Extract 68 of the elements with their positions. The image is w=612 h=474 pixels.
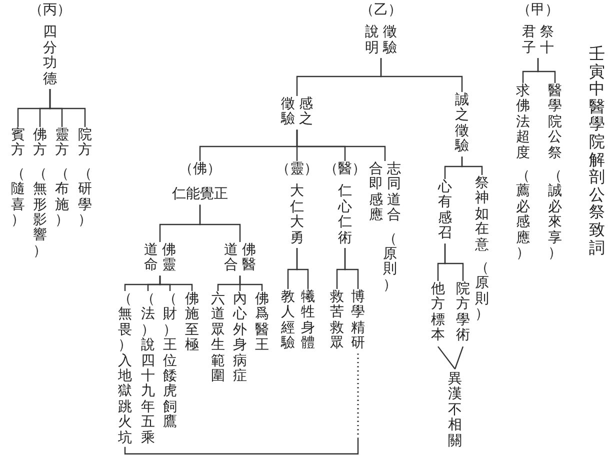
branch-heading: （靈） xyxy=(276,162,318,178)
vertical-text: 道合 xyxy=(224,243,238,274)
vertical-text: （隨喜） xyxy=(11,166,25,228)
vertical-text: （原則） xyxy=(475,260,489,323)
connector-line xyxy=(454,346,464,370)
vertical-text: （原則） xyxy=(383,232,397,294)
vertical-text: 靈方 xyxy=(55,128,69,159)
vertical-text: （誠必來享） xyxy=(548,168,562,262)
vertical-text: 感之 xyxy=(299,97,313,128)
vertical-text: 徵驗 xyxy=(281,97,295,128)
vertical-text: （無形影響） xyxy=(33,166,47,260)
vertical-text: （財）王位餧虎飼鷹 xyxy=(163,292,177,431)
vertical-text: 四分功德 xyxy=(43,25,57,87)
vertical-text: 佛方 xyxy=(33,128,47,159)
connector-line xyxy=(522,58,539,83)
connector-line xyxy=(438,346,456,370)
horizontal-text: 仁能覺正 xyxy=(172,187,228,203)
connector-line xyxy=(217,276,241,291)
branch-heading: （佛） xyxy=(179,162,221,178)
connector-line xyxy=(437,244,446,281)
connector-line xyxy=(380,58,463,92)
connector-line xyxy=(461,156,483,175)
vertical-text: 道命 xyxy=(144,243,158,274)
vertical-text: （布施） xyxy=(55,166,69,228)
connector-line xyxy=(296,130,386,161)
vertical-text: 博學精研 xyxy=(351,290,365,352)
vertical-text: 志同道合 xyxy=(387,162,401,224)
connector-line xyxy=(199,204,241,242)
vertical-text: 六道眾生範圍 xyxy=(211,292,225,384)
vertical-text: 異漢不相關 xyxy=(448,372,462,449)
vertical-text: 醫學院公祭 xyxy=(548,84,562,161)
vertical-text: （法）說四十九年五乘 xyxy=(141,292,155,446)
branch-heading: （甲） xyxy=(517,3,559,18)
vertical-text: 合即感應 xyxy=(369,162,383,224)
vertical-text: 院方 xyxy=(78,128,92,159)
vertical-text: 賓方 xyxy=(11,128,25,159)
vertical-text: 說明 xyxy=(365,25,379,56)
connector-line xyxy=(336,248,346,289)
vertical-text: 君子 xyxy=(522,25,536,56)
vertical-text: 心有感召 xyxy=(438,180,452,242)
vertical-text: 救苦救眾 xyxy=(330,290,344,352)
vertical-text: （薦必感應） xyxy=(516,168,530,262)
title-text: 壬寅中醫學院解剖公祭致詞 xyxy=(589,45,605,256)
branch-heading: （丙） xyxy=(29,3,71,18)
vertical-text: 佛醫 xyxy=(242,243,256,274)
vertical-text: 佛施至極 xyxy=(185,292,199,354)
vertical-text: 佛爲醫王 xyxy=(255,292,269,354)
vertical-text: 內心外身病症 xyxy=(233,292,247,384)
vertical-text: 祭神如在意 xyxy=(475,176,489,253)
vertical-text: 徵驗 xyxy=(383,25,397,56)
branch-heading: （乙） xyxy=(360,3,402,18)
vertical-text: （研學） xyxy=(78,166,92,228)
vertical-text: 祭十 xyxy=(540,25,554,56)
vertical-text: 他方標本 xyxy=(431,282,445,344)
connector-line xyxy=(124,354,359,454)
vertical-text: （無畏）入地獄跳火坑 xyxy=(118,292,132,446)
vertical-text: 佛靈 xyxy=(162,243,176,274)
vertical-text: 犧牲身體 xyxy=(301,290,315,352)
connector-line xyxy=(17,88,51,127)
vertical-text: 教人經驗 xyxy=(281,290,295,352)
vertical-text: 求佛法超度 xyxy=(516,84,530,161)
vertical-text: 院方學術 xyxy=(456,282,470,344)
connector-line xyxy=(287,248,298,289)
connector-line xyxy=(124,276,161,291)
vertical-text: 仁心仁術 xyxy=(338,184,352,246)
vertical-text: 大仁大勇 xyxy=(290,184,304,246)
vertical-text: 誠之徵驗 xyxy=(455,93,469,155)
branch-heading: （醫） xyxy=(324,162,366,178)
